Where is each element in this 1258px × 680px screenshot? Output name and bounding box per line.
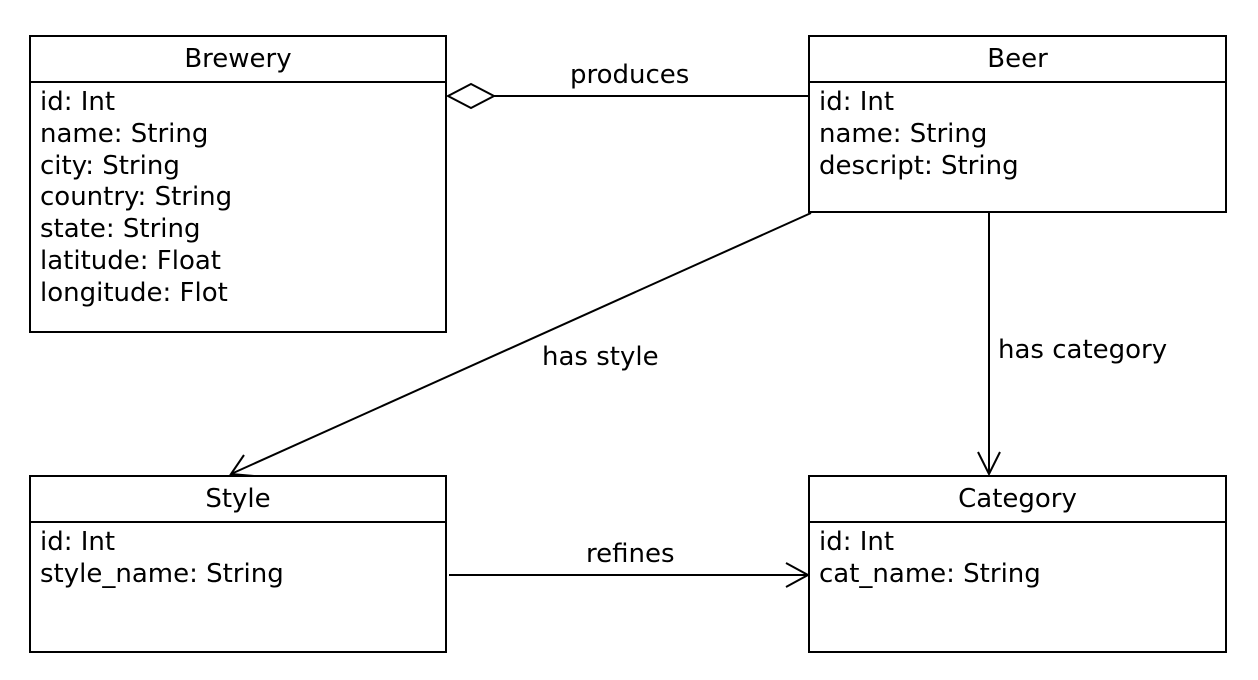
class-category[interactable]: Category id: Int cat_name: String bbox=[808, 475, 1227, 653]
attribute: cat_name: String bbox=[819, 558, 1041, 589]
attribute: style_name: String bbox=[40, 558, 284, 589]
has-style-connector bbox=[230, 212, 812, 475]
class-brewery[interactable]: Brewery id: Int name: String city: Strin… bbox=[29, 35, 447, 333]
class-style[interactable]: Style id: Int style_name: String bbox=[29, 475, 447, 653]
class-beer-attributes: id: Int name: String descript: String bbox=[810, 83, 1225, 182]
class-brewery-attributes: id: Int name: String city: String countr… bbox=[31, 83, 445, 310]
class-style-title: Style bbox=[31, 477, 445, 523]
attribute: id: Int bbox=[819, 527, 895, 557]
has-category-label: has category bbox=[998, 335, 1168, 365]
refines-label: refines bbox=[586, 539, 675, 569]
attribute: state: String bbox=[40, 214, 201, 245]
produces-label: produces bbox=[570, 60, 690, 90]
has-style-label: has style bbox=[542, 342, 659, 372]
attribute: country: String bbox=[40, 182, 233, 213]
class-category-attributes: id: Int cat_name: String bbox=[810, 523, 1225, 591]
aggregation-diamond-icon bbox=[445, 82, 497, 110]
attribute: descript: String bbox=[819, 150, 1019, 181]
attribute: name: String bbox=[40, 118, 209, 149]
has-category-arrowhead-icon bbox=[977, 451, 1001, 477]
attribute: name: String bbox=[819, 118, 988, 149]
attribute: id: Int bbox=[40, 87, 116, 117]
attribute: longitude: Flot bbox=[40, 277, 228, 308]
class-beer[interactable]: Beer id: Int name: String descript: Stri… bbox=[808, 35, 1227, 213]
class-style-attributes: id: Int style_name: String bbox=[31, 523, 445, 591]
class-brewery-title: Brewery bbox=[31, 37, 445, 83]
class-category-title: Category bbox=[810, 477, 1225, 523]
attribute: city: String bbox=[40, 150, 180, 181]
attribute: id: Int bbox=[40, 527, 116, 557]
attribute: latitude: Float bbox=[40, 245, 221, 276]
attribute: id: Int bbox=[819, 87, 895, 117]
class-beer-title: Beer bbox=[810, 37, 1225, 83]
